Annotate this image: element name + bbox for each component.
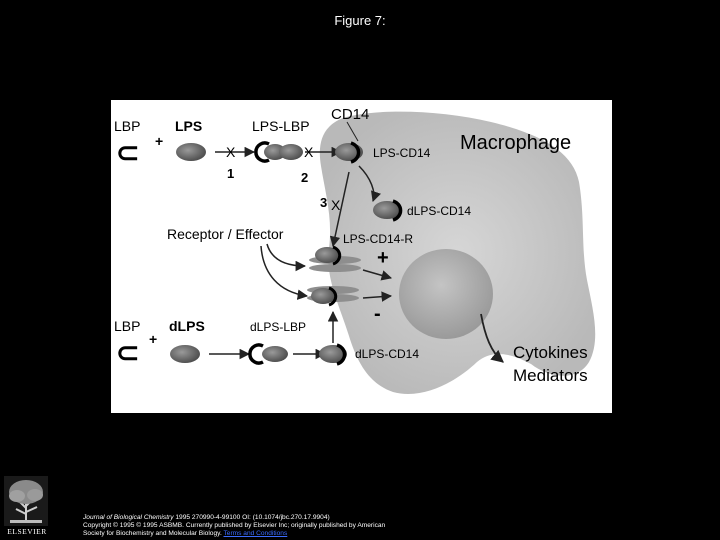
- citation-line-1: Journal of Biological Chemistry 1995 270…: [83, 514, 703, 522]
- nucleus: [399, 249, 493, 339]
- plus-receptor: +: [377, 247, 389, 269]
- label-receptor-effector: Receptor / Effector: [167, 226, 284, 242]
- label-mediators: Mediators: [513, 366, 588, 385]
- citation-details: 1995 270990-4-99100 OI: (10.1074/jbc.270…: [174, 514, 330, 521]
- label-cytokines: Cytokines: [513, 343, 588, 362]
- elsevier-wordmark: ELSEVIER: [3, 527, 51, 536]
- label-cd14: CD14: [331, 106, 369, 123]
- dlps-particle-bottom: [170, 345, 200, 363]
- citation: Journal of Biological Chemistry 1995 270…: [83, 514, 703, 539]
- citation-society: Society for Biochemistry and Molecular B…: [83, 530, 222, 537]
- plus-top: +: [155, 133, 163, 149]
- label-lbp-top: LBP: [114, 118, 140, 134]
- lbp-bracket-bottom: [250, 345, 263, 363]
- plus-bottom: +: [149, 331, 157, 347]
- label-macrophage: Macrophage: [460, 132, 571, 154]
- citation-line-3: Society for Biochemistry and Molecular B…: [83, 530, 703, 538]
- receptor-arrow-upper: [267, 244, 305, 266]
- label-lps-top: LPS: [175, 118, 202, 134]
- label-lbp-bottom: LBP: [114, 318, 140, 334]
- receptor-disc-upper-2: [309, 264, 361, 272]
- slide-title: Figure 7:: [0, 13, 720, 28]
- label-lps-lbp: LPS-LBP: [252, 118, 310, 134]
- lbp-symbol-bottom: ⊂: [116, 337, 139, 368]
- step-1: 1: [227, 166, 234, 181]
- citation-line-2: Copyright © 1995 © 1995 ASBMB. Currently…: [83, 522, 703, 530]
- step-3: 3: [320, 195, 327, 210]
- terms-link[interactable]: Terms and Conditions: [224, 530, 288, 537]
- minus-receptor: -: [374, 303, 381, 325]
- x-mark-1: X: [226, 144, 236, 160]
- label-lps-cd14-r: LPS-CD14-R: [343, 232, 413, 246]
- label-lps-cd14: LPS-CD14: [373, 146, 431, 160]
- label-dlps-cd14-mid: dLPS-CD14: [407, 204, 471, 218]
- lps-particle-top: [176, 143, 206, 161]
- receptor-arrow-lower: [261, 246, 307, 296]
- journal-name: Journal of Biological Chemistry: [83, 514, 174, 521]
- figure-7-diagram: LBP LPS LPS-LBP CD14 Macrophage LPS-CD14…: [111, 100, 612, 413]
- label-dlps: dLPS: [169, 318, 205, 334]
- label-dlps-cd14-bottom: dLPS-CD14: [355, 347, 419, 361]
- x-mark-3: X: [331, 197, 341, 213]
- x-mark-2: X: [304, 144, 314, 160]
- dlps-lbp-particle: [262, 346, 288, 362]
- lbp-symbol-top: ⊂: [116, 137, 139, 168]
- diagram-canvas: LBP LPS LPS-LBP CD14 Macrophage LPS-CD14…: [111, 100, 612, 413]
- label-dlps-lbp: dLPS-LBP: [250, 320, 306, 334]
- lps-lbp-particle-2: [279, 144, 303, 160]
- step-2: 2: [301, 170, 308, 185]
